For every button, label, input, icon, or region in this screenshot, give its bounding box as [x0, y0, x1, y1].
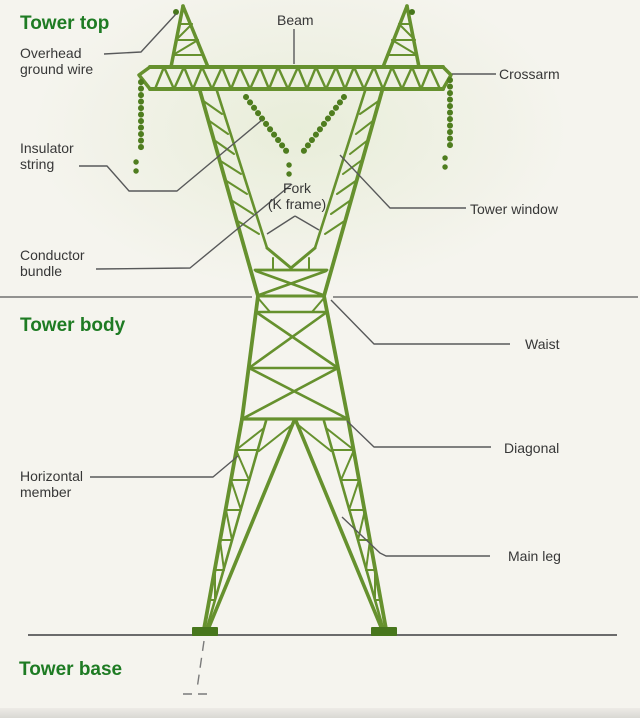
conductor-bundle-right — [442, 155, 458, 170]
heading-tower-base: Tower base — [19, 659, 123, 680]
foundation-dashes — [183, 640, 213, 695]
label-fork: Fork (K frame) — [267, 180, 327, 212]
leader-conductor-bundle — [95, 183, 293, 270]
beam-truss — [137, 65, 453, 91]
label-insulator-string: Insulator string — [20, 140, 74, 172]
label-main-leg: Main leg — [508, 548, 561, 564]
heading-tower-body: Tower body — [20, 315, 126, 336]
conductor-bundle-center — [286, 162, 301, 177]
leader-lines — [79, 13, 510, 557]
leader-insulator-string — [79, 119, 263, 192]
background-tint — [30, 0, 570, 290]
insulators — [133, 77, 458, 177]
tower-body-upper — [198, 89, 384, 298]
label-diagonal: Diagonal — [504, 440, 560, 456]
leader-waist — [330, 299, 510, 345]
leader-main-leg — [341, 516, 490, 557]
fork-insulator-left-arm — [243, 94, 290, 155]
leader-diagonal — [346, 420, 491, 448]
label-crossarm: Crossarm — [499, 66, 560, 82]
tower-footings — [192, 627, 397, 636]
leader-fork-left — [266, 215, 296, 235]
left-peak — [169, 4, 210, 69]
left-main-leg — [202, 417, 296, 631]
label-tower-window: Tower window — [470, 201, 558, 217]
leader-fork-right — [294, 215, 320, 231]
leader-overhead-ground-wire — [103, 13, 177, 55]
label-beam: Beam — [277, 12, 314, 28]
right-main-leg — [294, 417, 388, 631]
conductor-bundle-left — [133, 159, 149, 174]
heading-tower-top: Tower top — [20, 13, 110, 34]
label-conductor-bundle: Conductor bundle — [20, 247, 85, 279]
label-overhead-ground-wire: Overhead ground wire — [20, 45, 94, 77]
leader-horizontal-member — [90, 455, 239, 478]
tower-structure — [137, 4, 453, 631]
ground-wire-dots — [173, 9, 415, 15]
fork-insulator-right-arm — [300, 94, 347, 155]
leader-tower-window — [339, 154, 466, 209]
right-peak — [381, 4, 421, 69]
label-waist: Waist — [525, 336, 560, 352]
label-horizontal-member: Horizontal member — [20, 468, 84, 500]
bottom-edge-strip — [0, 708, 640, 718]
tower-body-lower — [240, 294, 350, 421]
